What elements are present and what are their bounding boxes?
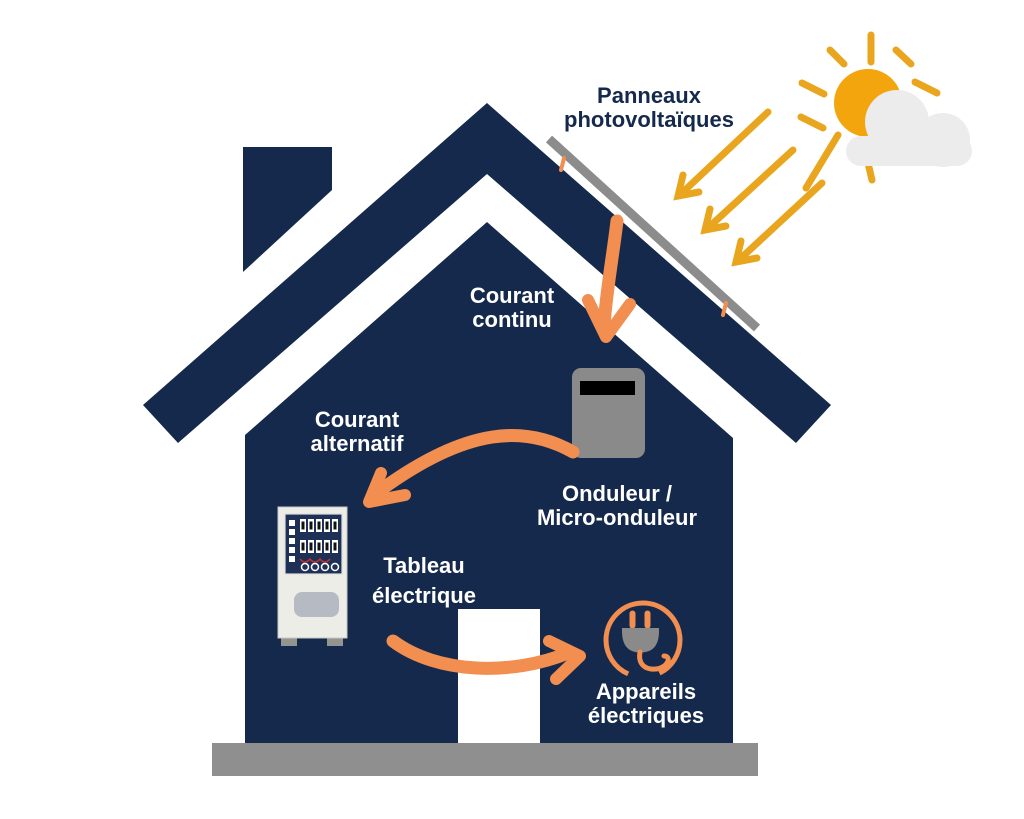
cloud-icon bbox=[846, 90, 972, 167]
house-body bbox=[245, 222, 733, 743]
panels-label-line2: photovoltaïques bbox=[564, 107, 734, 132]
ac-label-line1: Courant bbox=[315, 407, 400, 432]
dc-label-line1: Courant bbox=[470, 283, 555, 308]
roof bbox=[143, 103, 831, 443]
electrical-panel-icon bbox=[277, 506, 348, 646]
appliances-arrow-icon bbox=[386, 634, 586, 685]
door-icon bbox=[458, 609, 540, 743]
board-label-line2: électrique bbox=[372, 583, 476, 608]
ac-label-line2: alternatif bbox=[311, 431, 405, 456]
ground-icon bbox=[212, 743, 758, 776]
appliances-label-line1: Appareils bbox=[596, 679, 696, 704]
sunray-arrow-icon bbox=[673, 108, 826, 267]
inverter-label-line2: Micro-onduleur bbox=[537, 505, 698, 530]
plug-icon bbox=[603, 600, 683, 680]
panels-label-line1: Panneaux bbox=[597, 83, 702, 108]
dc-label-line2: continu bbox=[472, 307, 551, 332]
solar-panel-icon bbox=[545, 135, 761, 332]
dc-arrow-icon bbox=[582, 214, 636, 343]
inverter-label-line1: Onduleur / bbox=[562, 481, 672, 506]
house-icon bbox=[143, 103, 831, 776]
board-label-line1: Tableau bbox=[383, 553, 465, 578]
appliances-label-line2: électriques bbox=[588, 703, 704, 728]
ac-arrow-icon bbox=[363, 429, 580, 508]
chimney-icon bbox=[243, 147, 332, 272]
inverter-icon bbox=[572, 368, 645, 458]
